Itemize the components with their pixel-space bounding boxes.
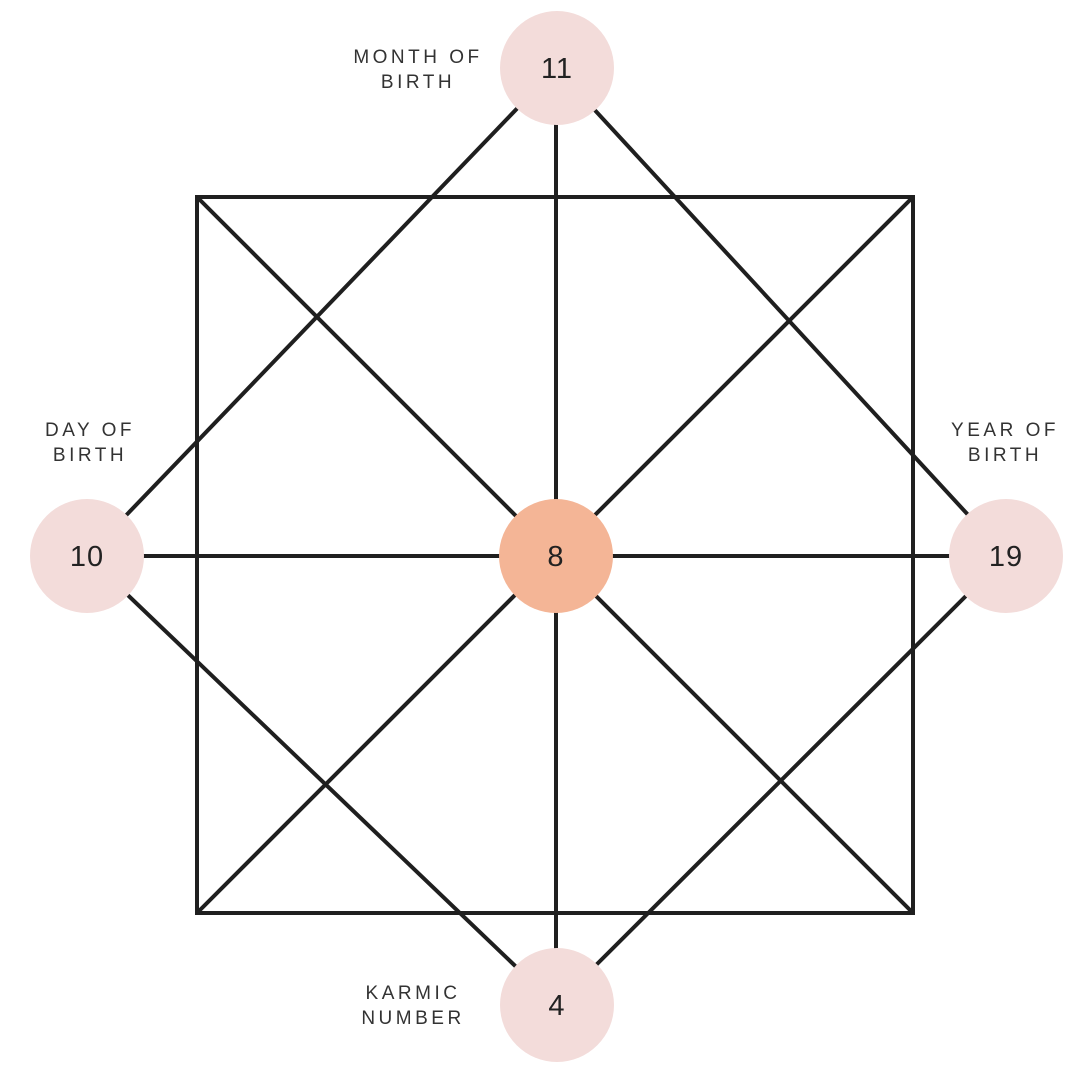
year-value: 19: [989, 541, 1023, 573]
karmic-label: KARMIC NUMBER: [333, 981, 493, 1031]
center-node: [499, 499, 613, 613]
month-label-line1: MONTH OF: [353, 47, 483, 68]
karmic-label-line2: NUMBER: [361, 1008, 465, 1029]
month-label-line2: BIRTH: [380, 72, 456, 93]
day-label-line2: BIRTH: [52, 445, 128, 466]
nodes: 11 10 19 4 8: [30, 11, 1063, 1062]
center-value: 8: [547, 541, 564, 573]
year-label-line1: YEAR OF: [951, 420, 1059, 441]
month-label: MONTH OF BIRTH: [338, 45, 498, 95]
month-value: 11: [541, 53, 573, 85]
karmic-label-line1: KARMIC: [365, 983, 461, 1004]
month-node: [500, 11, 614, 125]
karmic-value: 4: [548, 990, 565, 1022]
year-label: YEAR OF BIRTH: [925, 418, 1080, 468]
year-node: [949, 499, 1063, 613]
day-node: [30, 499, 144, 613]
day-value: 10: [70, 541, 104, 573]
day-label-line1: DAY OF: [45, 420, 135, 441]
connector-lines: [84, 65, 1009, 1008]
day-label: DAY OF BIRTH: [10, 418, 170, 468]
karmic-node: [500, 948, 614, 1062]
year-label-line2: BIRTH: [967, 445, 1043, 466]
